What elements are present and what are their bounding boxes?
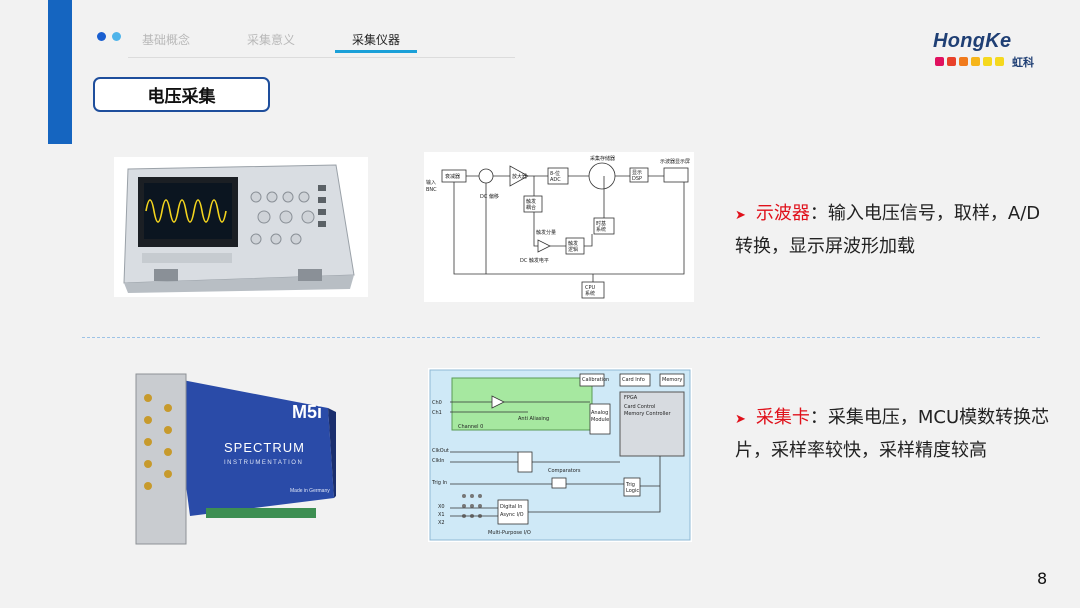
svg-text:触发分量: 触发分量 (536, 229, 556, 236)
svg-text:X2: X2 (438, 520, 445, 526)
svg-text:Memory: Memory (662, 377, 682, 383)
accent-bar (48, 0, 72, 144)
svg-text:Ch0: Ch0 (432, 400, 442, 406)
card-block-diagram: Channel 0 Calibration Card Info Memory F… (428, 368, 692, 542)
svg-text:Ch1: Ch1 (432, 410, 442, 416)
svg-text:SPECTRUM: SPECTRUM (224, 440, 305, 455)
svg-text:输入: 输入 (426, 179, 436, 186)
svg-text:Channel 0: Channel 0 (458, 424, 483, 430)
svg-text:系统: 系统 (596, 226, 606, 233)
svg-text:时基: 时基 (596, 220, 606, 227)
svg-text:Comparators: Comparators (548, 468, 581, 474)
nav-divider (128, 57, 515, 58)
bullet-oscilloscope: ➤ 示波器：输入电压信号，取样，A/D转换，显示屏波形加载 (735, 198, 1055, 262)
bullet-highlight: 采集卡 (755, 407, 810, 428)
svg-text:M5i: M5i (292, 402, 322, 422)
logo-square-icon (995, 57, 1004, 66)
bullet-text: ：输入电压信号，取样，A/D转换，显示屏波形加载 (735, 203, 1041, 257)
active-tab-indicator (335, 50, 417, 53)
svg-text:DSP: DSP (632, 176, 642, 182)
bullet-text: ：采集电压，MCU模数转换芯片，采样率较快，采样精度较高 (735, 407, 1050, 461)
svg-text:ClkOut: ClkOut (432, 448, 449, 454)
brand-logo-cn: 虹科 (1012, 56, 1034, 69)
svg-text:系统: 系统 (585, 290, 595, 297)
svg-text:Multi-Purpose I/O: Multi-Purpose I/O (488, 530, 531, 536)
svg-text:X0: X0 (438, 504, 445, 510)
svg-text:逻辑: 逻辑 (568, 246, 578, 253)
svg-text:Trig In: Trig In (431, 480, 447, 486)
svg-text:触发: 触发 (568, 240, 578, 247)
svg-text:显示: 显示 (632, 170, 642, 176)
svg-text:BNC: BNC (426, 187, 437, 193)
acquisition-card-photo: SPECTRUM INSTRUMENTATION M5i Made in Ger… (128, 368, 336, 548)
logo-square-icon (947, 57, 956, 66)
logo-square-icon (935, 57, 944, 66)
svg-text:Memory Controller: Memory Controller (624, 411, 671, 417)
svg-text:触发: 触发 (526, 198, 536, 205)
svg-text:耦合: 耦合 (526, 204, 536, 211)
svg-text:INSTRUMENTATION: INSTRUMENTATION (224, 460, 303, 466)
svg-text:Made in Germany: Made in Germany (290, 488, 330, 494)
svg-text:Card Control: Card Control (624, 404, 655, 410)
svg-text:Logic: Logic (626, 488, 639, 494)
svg-text:CPU: CPU (585, 285, 596, 291)
nav-dot-icon (112, 32, 121, 41)
svg-text:8-位: 8-位 (550, 170, 560, 177)
logo-square-icon (959, 57, 968, 66)
svg-text:FPGA: FPGA (624, 395, 638, 401)
arrow-icon: ➤ (735, 208, 746, 223)
svg-text:DC 触发电平: DC 触发电平 (520, 257, 549, 264)
svg-text:Card Info: Card Info (622, 377, 645, 383)
logo-square-icon (971, 57, 980, 66)
svg-text:X1: X1 (438, 512, 445, 518)
brand-logo: HongKe (933, 30, 1012, 52)
svg-text:示波器显示屏: 示波器显示屏 (660, 158, 690, 165)
bullet-acquisition-card: ➤ 采集卡：采集电压，MCU模数转换芯片，采样率较快，采样精度较高 (735, 402, 1055, 466)
svg-text:Async I/O: Async I/O (500, 512, 524, 518)
svg-text:Anti Aliasing: Anti Aliasing (518, 416, 549, 422)
svg-text:Module: Module (591, 417, 609, 423)
svg-text:衰减器: 衰减器 (445, 173, 460, 180)
tab-significance[interactable]: 采集意义 (247, 33, 296, 47)
tab-basic-concepts[interactable]: 基础概念 (142, 33, 191, 47)
svg-text:采集存储器: 采集存储器 (590, 155, 615, 162)
svg-text:ClkIn: ClkIn (432, 458, 444, 464)
logo-square-icon (983, 57, 992, 66)
svg-text:Analog: Analog (591, 410, 608, 416)
svg-text:DC 偏移: DC 偏移 (480, 193, 499, 200)
page-number: 8 (1037, 569, 1048, 588)
svg-text:放大器: 放大器 (512, 173, 527, 180)
section-divider (82, 337, 1040, 338)
nav-dot-icon (97, 32, 106, 41)
section-title: 电压采集 (93, 77, 270, 112)
svg-text:Digital In: Digital In (500, 504, 522, 510)
oscilloscope-photo (114, 157, 368, 297)
tab-instruments[interactable]: 采集仪器 (352, 33, 401, 47)
svg-text:Trig: Trig (625, 482, 635, 488)
arrow-icon: ➤ (735, 412, 746, 427)
bullet-highlight: 示波器 (755, 203, 810, 224)
svg-text:ADC: ADC (550, 177, 561, 183)
svg-text:Calibration: Calibration (582, 377, 609, 383)
